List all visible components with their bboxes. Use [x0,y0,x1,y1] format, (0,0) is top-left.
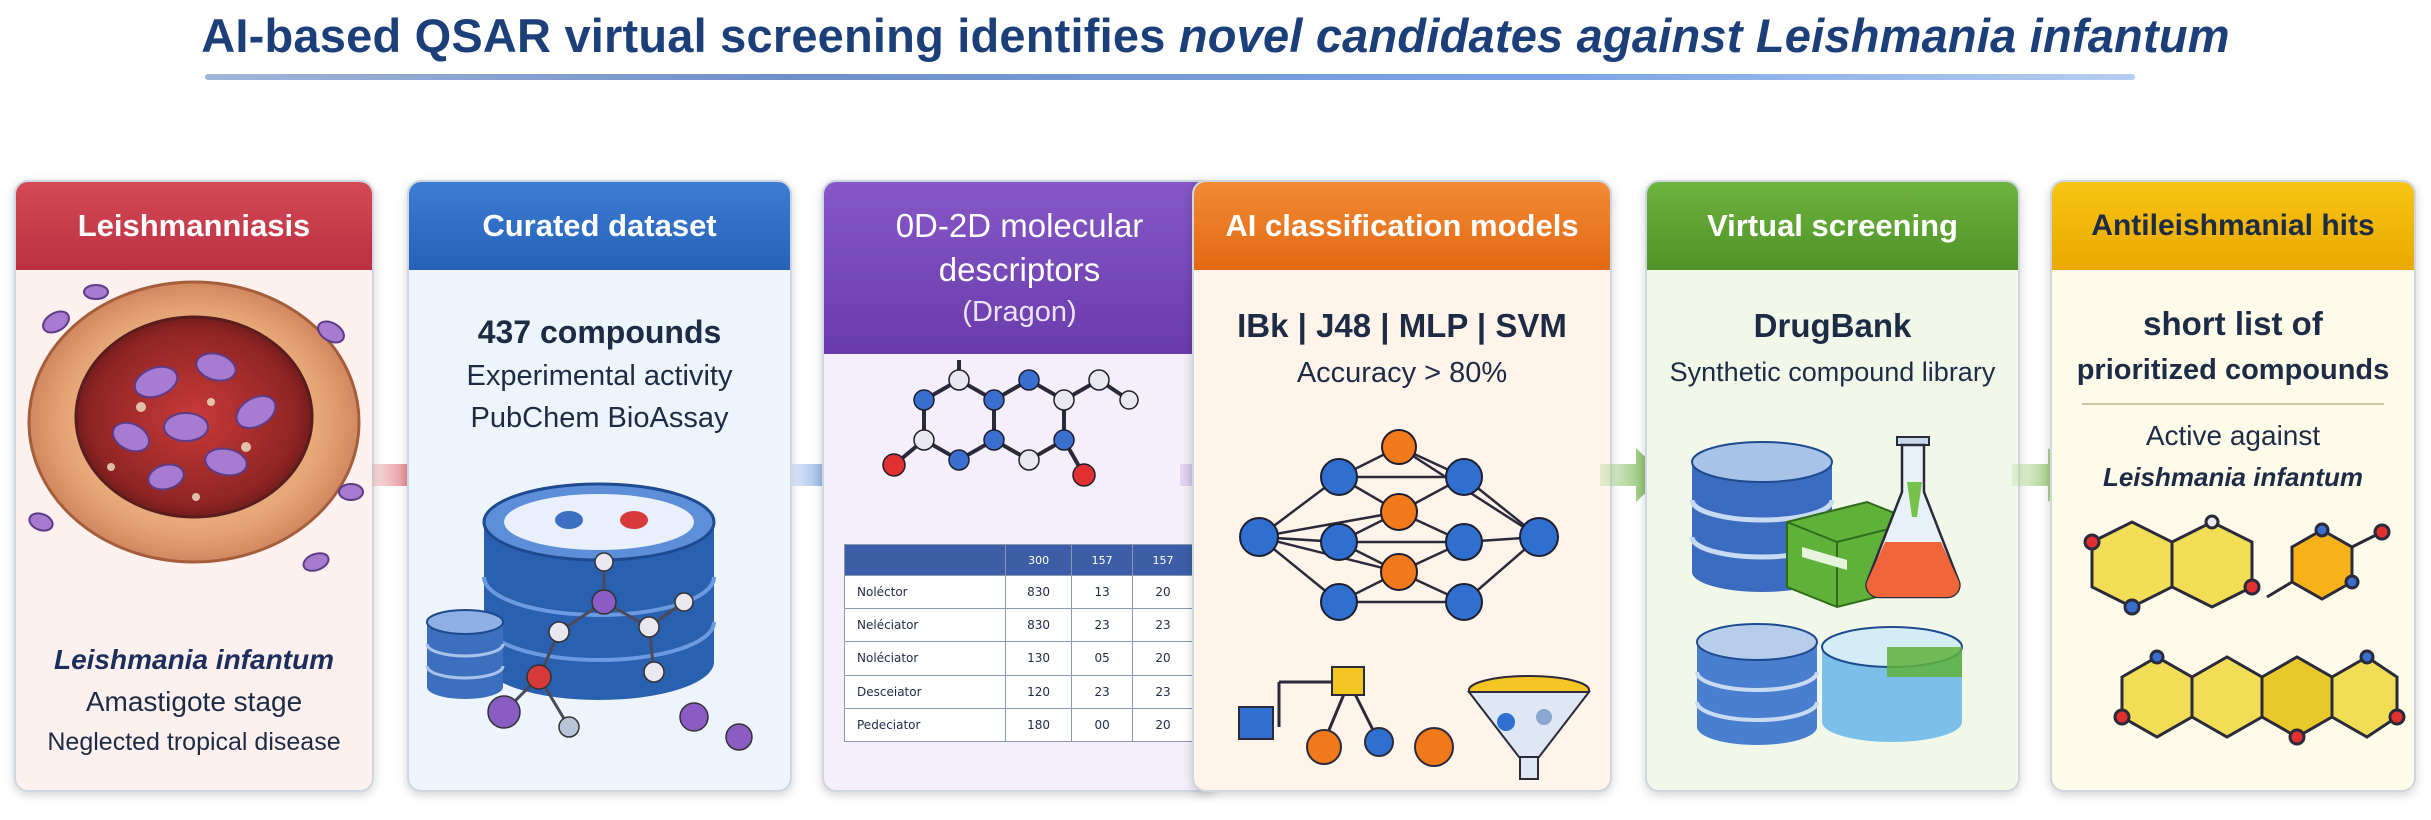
table-row: Pedeciator 180 00 20 [844,707,1194,743]
target-organism: Leishmania infantum [2102,462,2364,492]
accuracy-text: Accuracy > 80% [1296,357,1508,389]
network-nodes [1239,429,1559,621]
table-cell: Noléctor [844,574,1006,610]
panel-header-label: Curated dataset [482,208,717,244]
panel-header: Curated dataset [409,182,790,270]
table-row: Noléciator 130 05 20 [844,641,1194,676]
table-cell: 830 [1004,574,1073,610]
granules [107,398,251,501]
table-cell: Noléciator [844,641,1006,676]
panel-header-label: Leishmanniasis [77,208,311,244]
panel-header: Leishmanniasis [16,182,372,270]
disease-text: Neglected tropical disease [47,728,341,756]
molecule-atoms [487,552,753,751]
activity-text: Experimental activity [466,360,733,392]
amastigote-cell-illustration [27,280,364,572]
panel-antileishmanial-hits: Antileishmanial hits short list of prior… [2050,180,2416,792]
title-underline [205,74,2135,80]
neural-network-illustration [1238,429,1592,780]
panel-header-label: Virtual screening [1707,208,1958,244]
table-row: Noléctor 830 13 20 [844,574,1194,610]
compound-2 [2266,522,2391,601]
hit-compounds-illustration [2083,514,2406,746]
model-list: IBk | J48 | MLP | SVM [1237,307,1567,344]
amastigote-parasites [28,284,364,572]
panel-header-line-3: (Dragon) [962,296,1077,329]
shortlist-text: short list of [2143,305,2323,342]
panel-header: 0D-2D molecular descriptors (Dragon) [824,182,1215,354]
table-header-cell: 157 [1132,544,1194,576]
table-cell: 20 [1132,641,1194,676]
screening-illustration [1689,436,1963,745]
table-header-cell [844,544,1006,576]
database-stack-bottom [1695,623,1963,745]
table-cell: 120 [1004,674,1073,709]
table-cell: 00 [1071,707,1134,743]
page-title: AI-based QSAR virtual screening identifi… [0,8,2431,63]
panel-header: AI classification models [1194,182,1610,270]
table-cell: 20 [1132,707,1194,743]
table-cell: 23 [1132,674,1194,709]
descriptor-atoms [882,369,1139,487]
database-stack-top [1689,441,1835,592]
compound-1 [2083,514,2261,616]
source-text: PubChem BioAssay [470,402,729,434]
library-text: Synthetic compound library [1669,357,1996,387]
table-cell: 180 [1004,707,1073,743]
title-part-4: infantum [2016,9,2230,62]
divider [2082,403,2384,405]
stage-text: Amastigote stage [85,686,303,717]
panel-virtual-screening: Virtual screening DrugBank Synthetic com… [1645,180,2020,792]
panel-molecular-descriptors: 0D-2D molecular descriptors (Dragon) 300… [822,180,1217,792]
table-cell: Desceiator [844,674,1006,709]
table-cell: 05 [1071,641,1134,676]
panel-header: Antileishmanial hits [2052,182,2414,270]
drugbank-text: DrugBank [1753,307,1912,344]
table-cell: 23 [1071,608,1134,643]
panel-curated-dataset: Curated dataset 437 compounds Experiment… [407,180,792,792]
table-cell: 20 [1132,574,1194,610]
table-row: Neléciator 830 23 23 [844,608,1194,643]
prioritized-text: prioritized compounds [2076,354,2390,386]
activity-label: Active against [2145,420,2321,451]
flask-icon [1865,436,1961,599]
decision-tree-icon [1238,666,1454,767]
table-header-row: 300 157 157 [844,544,1194,576]
descriptor-table: 300 157 157 Noléctor 830 13 20 Neléciato… [844,544,1194,743]
compound-count: 437 compounds [477,314,722,350]
panel-header-line-2: descriptors [938,250,1101,288]
table-header-cell: 157 [1071,544,1134,576]
small-database-icon [425,609,505,699]
table-cell: Pedeciator [844,707,1006,743]
table-row: Desceiator 120 23 23 [844,674,1194,709]
molecule-structure-illustration [882,360,1139,487]
panel-header-label: AI classification models [1225,208,1579,244]
title-part-2: novel candidates against [1178,9,1756,62]
panel-header-label: Antileishmanial hits [2091,209,2375,242]
panel-header-line-1: 0D-2D molecular [895,207,1144,244]
panel-ai-classification-models: AI classification models IBk | J48 | MLP… [1192,180,1612,792]
database-illustration [425,482,753,751]
table-cell: 23 [1132,608,1194,643]
panel-header: Virtual screening [1647,182,2018,270]
table-header-cell: 300 [1004,544,1073,576]
panel-leishmaniasis: Leishmanniasis [14,180,374,792]
funnel-icon [1466,675,1592,780]
table-cell: 130 [1004,641,1073,676]
organism-name: Leishmania infantum [53,644,335,675]
table-cell: 23 [1071,674,1134,709]
table-cell: 830 [1004,608,1073,643]
title-part-1: AI-based QSAR virtual screening identifi… [201,9,1179,62]
table-cell: 13 [1071,574,1134,610]
title-part-3: Leishmania [1755,9,2017,62]
compound-3 [2113,649,2406,746]
table-cell: Neléciator [844,608,1006,643]
